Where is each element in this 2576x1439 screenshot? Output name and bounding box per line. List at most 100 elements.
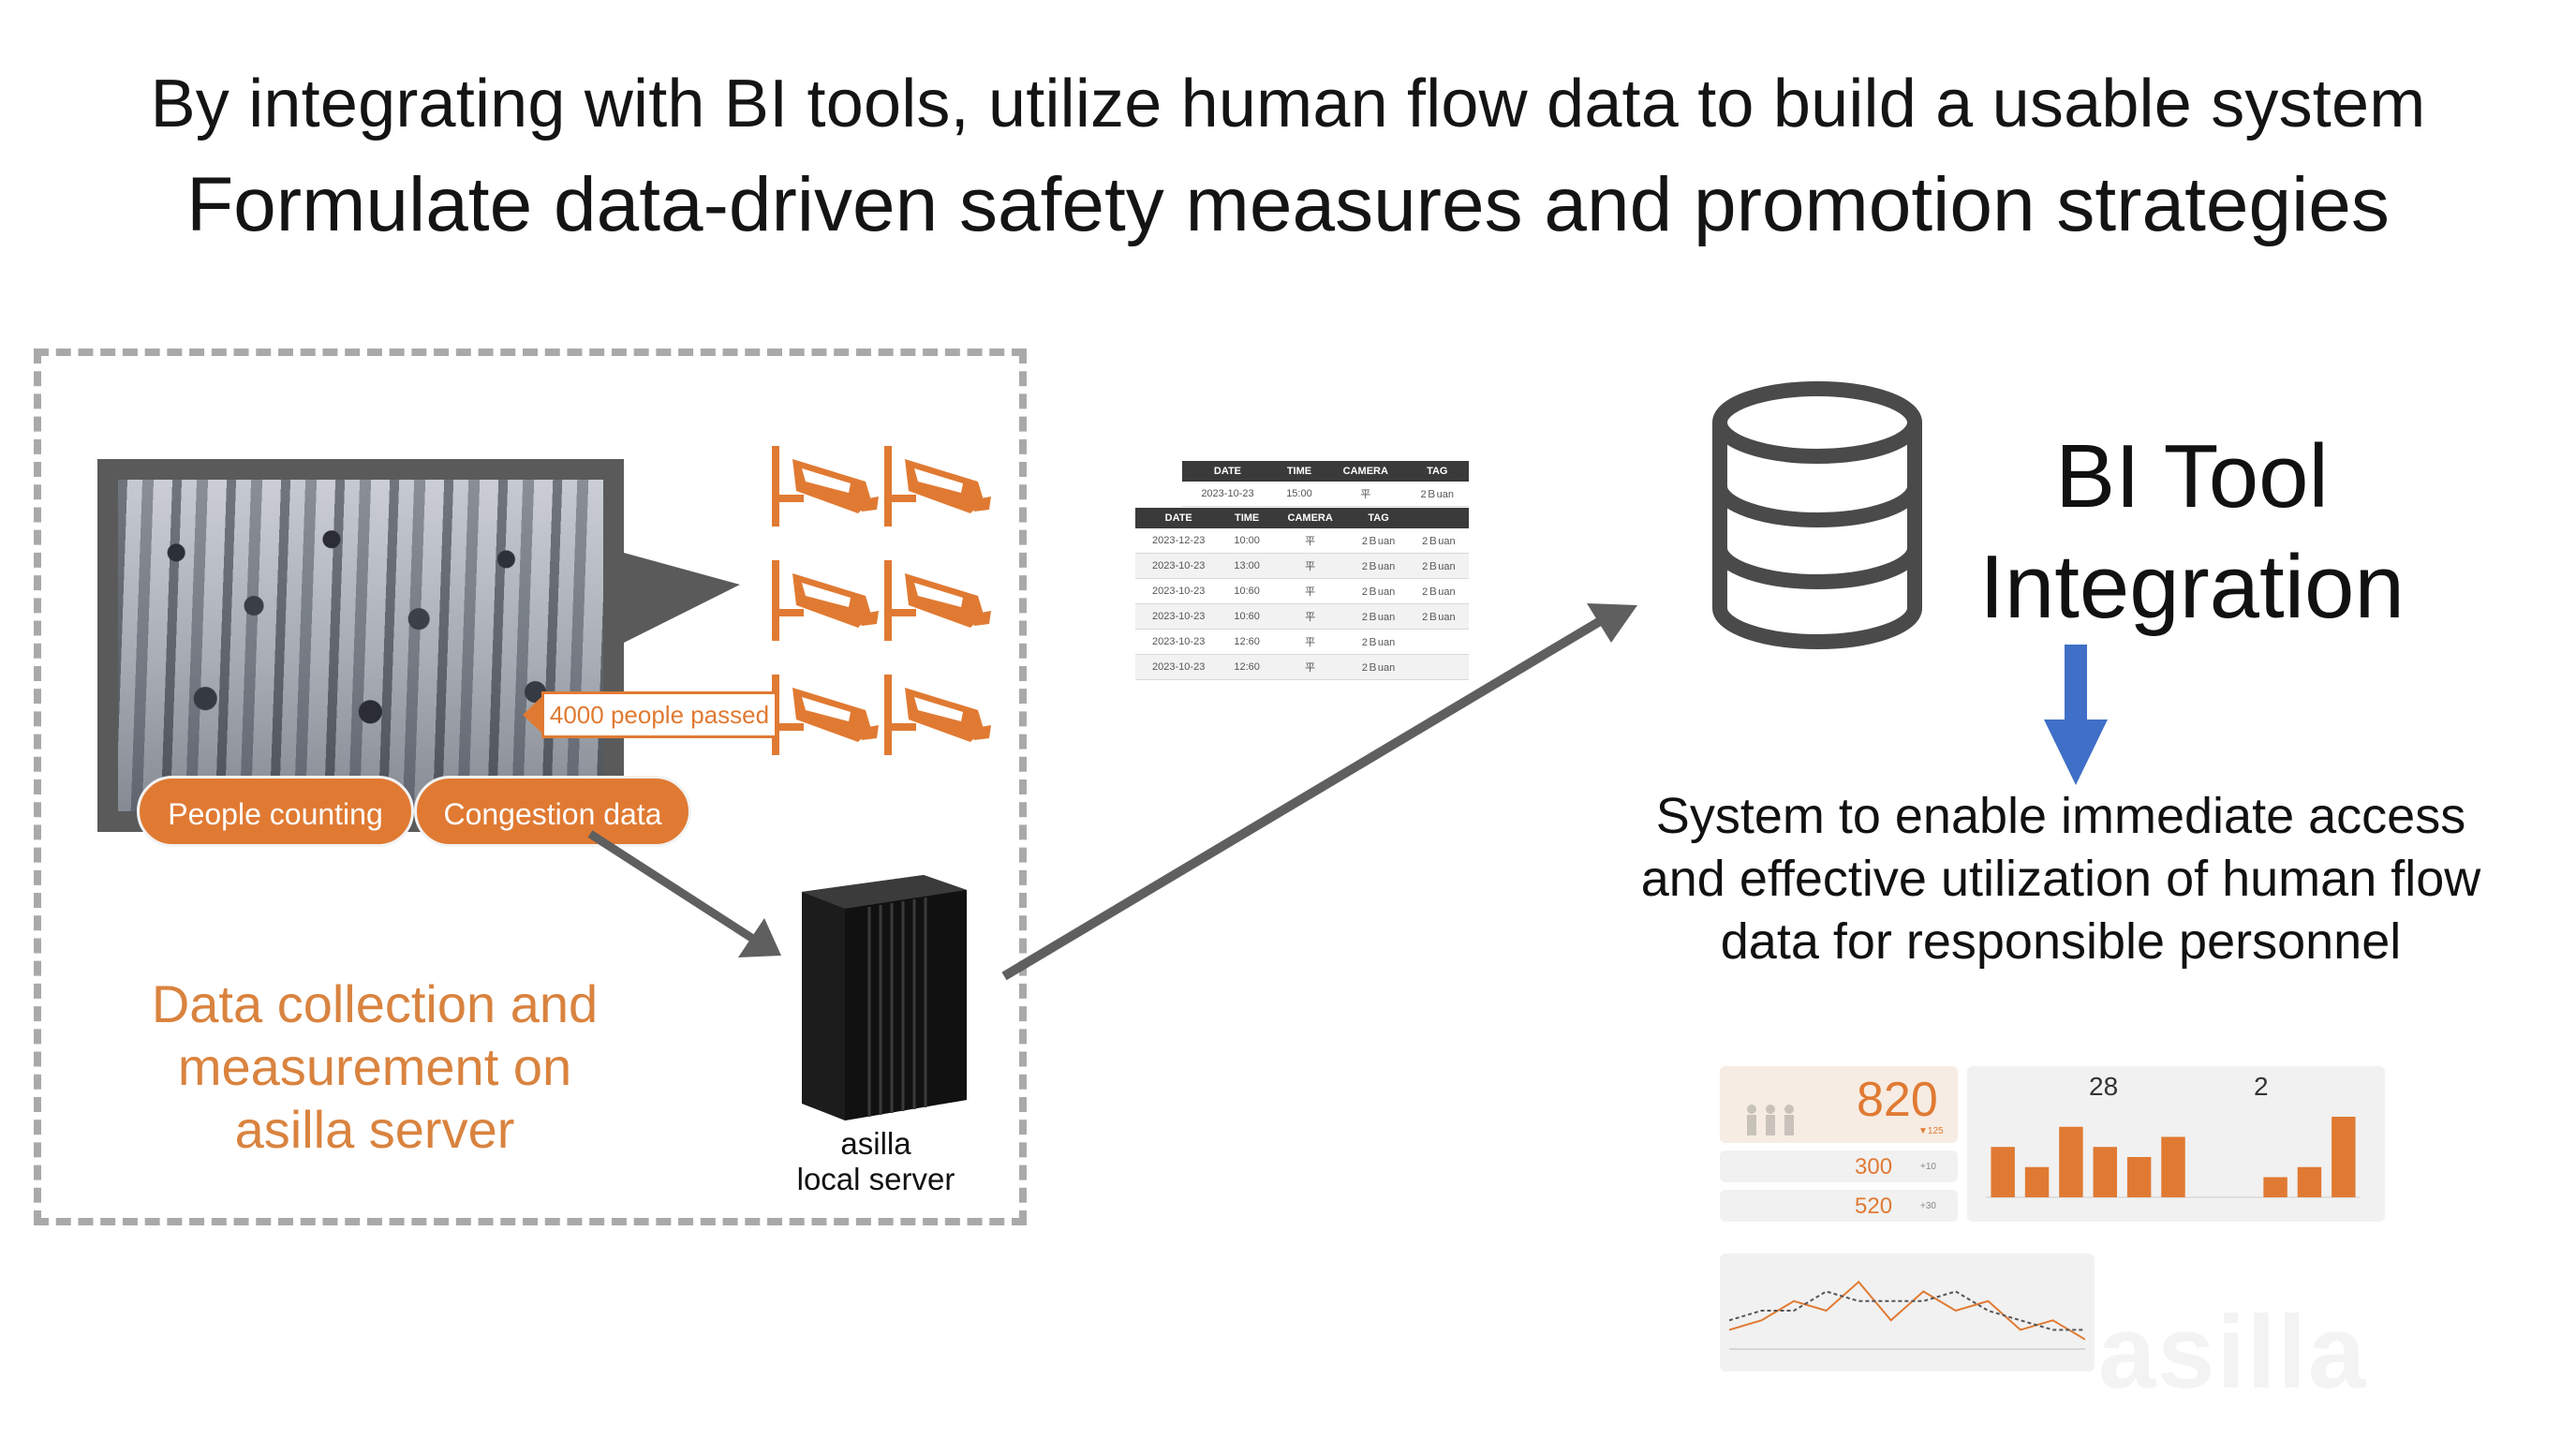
description-line: asilla server — [234, 1100, 515, 1159]
bi-dashboard-thumbnail: 820 ▼125 300 +10 520 +30 28 2 — [1710, 1034, 2385, 1372]
table-cell: 2023-12-23 — [1135, 528, 1222, 554]
kpi-a-value: 300 — [1855, 1154, 1893, 1179]
chart-bar — [2059, 1126, 2083, 1197]
crowd-image — [118, 480, 603, 811]
chart-bar — [2161, 1136, 2185, 1197]
server-label-line: local server — [796, 1162, 955, 1196]
camera-icon — [884, 446, 991, 527]
kpi-card-a: 300 +10 — [1720, 1150, 1958, 1182]
people-counting-pill: People counting — [137, 776, 414, 847]
table-cell: 平 — [1271, 603, 1349, 630]
bar-chart-card: 28 2 — [1967, 1066, 2385, 1222]
table-header: TAG — [1348, 508, 1409, 528]
system-description: System to enable immediate access and ef… — [1592, 785, 2529, 973]
chart-bar — [1991, 1147, 2015, 1197]
table-header: DATE — [1182, 461, 1273, 482]
table-header: CAMERA — [1325, 461, 1406, 482]
description-line: measurement on — [177, 1037, 572, 1096]
system-text-line: System to enable immediate access — [1655, 788, 2466, 844]
table-row: 2023-10-23 15:00 平 2Ｂuan — [1182, 482, 1469, 507]
chart-line-series — [1729, 1280, 2085, 1341]
table-header: DATE — [1135, 508, 1222, 528]
table-cell — [1408, 629, 1469, 655]
table-cell: 15:00 — [1272, 482, 1326, 507]
system-text-line: data for responsible personnel — [1720, 913, 2402, 970]
chart-line-series — [1729, 1290, 2085, 1331]
kpi-main-value: 820 — [1857, 1073, 1938, 1127]
table-header: TIME — [1221, 508, 1272, 528]
server-icon — [802, 875, 967, 1120]
kpi-card-b: 520 +30 — [1720, 1190, 1958, 1222]
table-cell: 2Ｂuan — [1348, 578, 1409, 604]
camera-icon — [884, 560, 991, 641]
subheadline: Formulate data-driven safety measures an… — [186, 162, 2390, 247]
database-icon — [1712, 381, 1922, 650]
server-label-line: asilla — [840, 1126, 911, 1161]
kpi-main-sub: ▼125 — [1918, 1126, 1944, 1136]
collection-description: Data collection and measurement on asill… — [112, 972, 637, 1161]
kpi-card-main: 820 ▼125 — [1720, 1066, 1958, 1143]
camera-icon — [772, 446, 879, 527]
table-cell: 2Ｂuan — [1348, 553, 1409, 579]
table-cell: 2Ｂuan — [1408, 603, 1469, 630]
table-cell: 2023-10-23 — [1182, 482, 1273, 507]
crowd-photo — [97, 459, 624, 832]
line-chart-card — [1720, 1254, 2095, 1372]
camera-group — [772, 446, 991, 755]
bi-title-line: Integration — [1979, 537, 2405, 637]
table-cell: 10:00 — [1221, 528, 1272, 554]
table-cell: 2Ｂuan — [1408, 528, 1469, 554]
camera-icon — [772, 675, 879, 755]
asilla-watermark: asilla — [2098, 1295, 2368, 1410]
headline: By integrating with BI tools, utilize hu… — [150, 67, 2426, 141]
stat-value-2: 2 — [2254, 1072, 2269, 1101]
chart-bar — [2126, 1157, 2152, 1197]
camera-icon — [772, 560, 879, 641]
table-header — [1408, 508, 1469, 528]
table-cell: 2023-10-23 — [1135, 629, 1222, 655]
chart-bar — [2263, 1177, 2287, 1197]
table-cell: 2Ｂuan — [1348, 654, 1409, 680]
system-text-line: and effective utilization of human flow — [1640, 851, 2481, 907]
table-cell: 10:60 — [1221, 603, 1272, 630]
chart-bar — [2332, 1117, 2356, 1197]
congestion-data-pill: Congestion data — [414, 776, 691, 847]
table-cell: 平 — [1325, 482, 1406, 507]
table-cell: 12:60 — [1221, 654, 1272, 680]
table-cell: 2Ｂuan — [1408, 553, 1469, 579]
table-cell: 平 — [1271, 553, 1349, 579]
camera-icon — [884, 675, 991, 755]
table-cell — [1408, 654, 1469, 680]
arrow-to-bi — [1001, 603, 1637, 981]
bi-tool-title: BI Tool Integration — [1948, 422, 2435, 643]
table-cell: 2023-10-23 — [1135, 553, 1222, 579]
bi-title-line: BI Tool — [2055, 426, 2329, 527]
stat-value-1: 28 — [2089, 1072, 2119, 1101]
table-cell: 平 — [1271, 654, 1349, 680]
people-icon — [1747, 1105, 1794, 1135]
table-cell: 12:60 — [1221, 629, 1272, 655]
table-cell: 2Ｂuan — [1348, 528, 1409, 554]
table-cell: 2Ｂuan — [1348, 629, 1409, 655]
table-header: TAG — [1405, 461, 1469, 482]
kpi-b-value: 520 — [1855, 1194, 1893, 1219]
down-arrow-icon — [2044, 645, 2108, 785]
table-cell: 2Ｂuan — [1405, 482, 1469, 507]
bar-chart — [1986, 1117, 2361, 1198]
collection-group — [34, 349, 1027, 1225]
server-label: asilla local server — [740, 1126, 1012, 1197]
description-line: Data collection and — [151, 974, 599, 1033]
chart-bar — [2093, 1147, 2117, 1197]
table-header: TIME — [1272, 461, 1326, 482]
table-cell: 2023-10-23 — [1135, 654, 1222, 680]
table-cell: 13:00 — [1221, 553, 1272, 579]
table-cell: 平 — [1271, 578, 1349, 604]
people-passed-callout: 4000 people passed — [541, 691, 777, 738]
table-cell: 10:60 — [1221, 578, 1272, 604]
table-cell: 平 — [1271, 629, 1349, 655]
